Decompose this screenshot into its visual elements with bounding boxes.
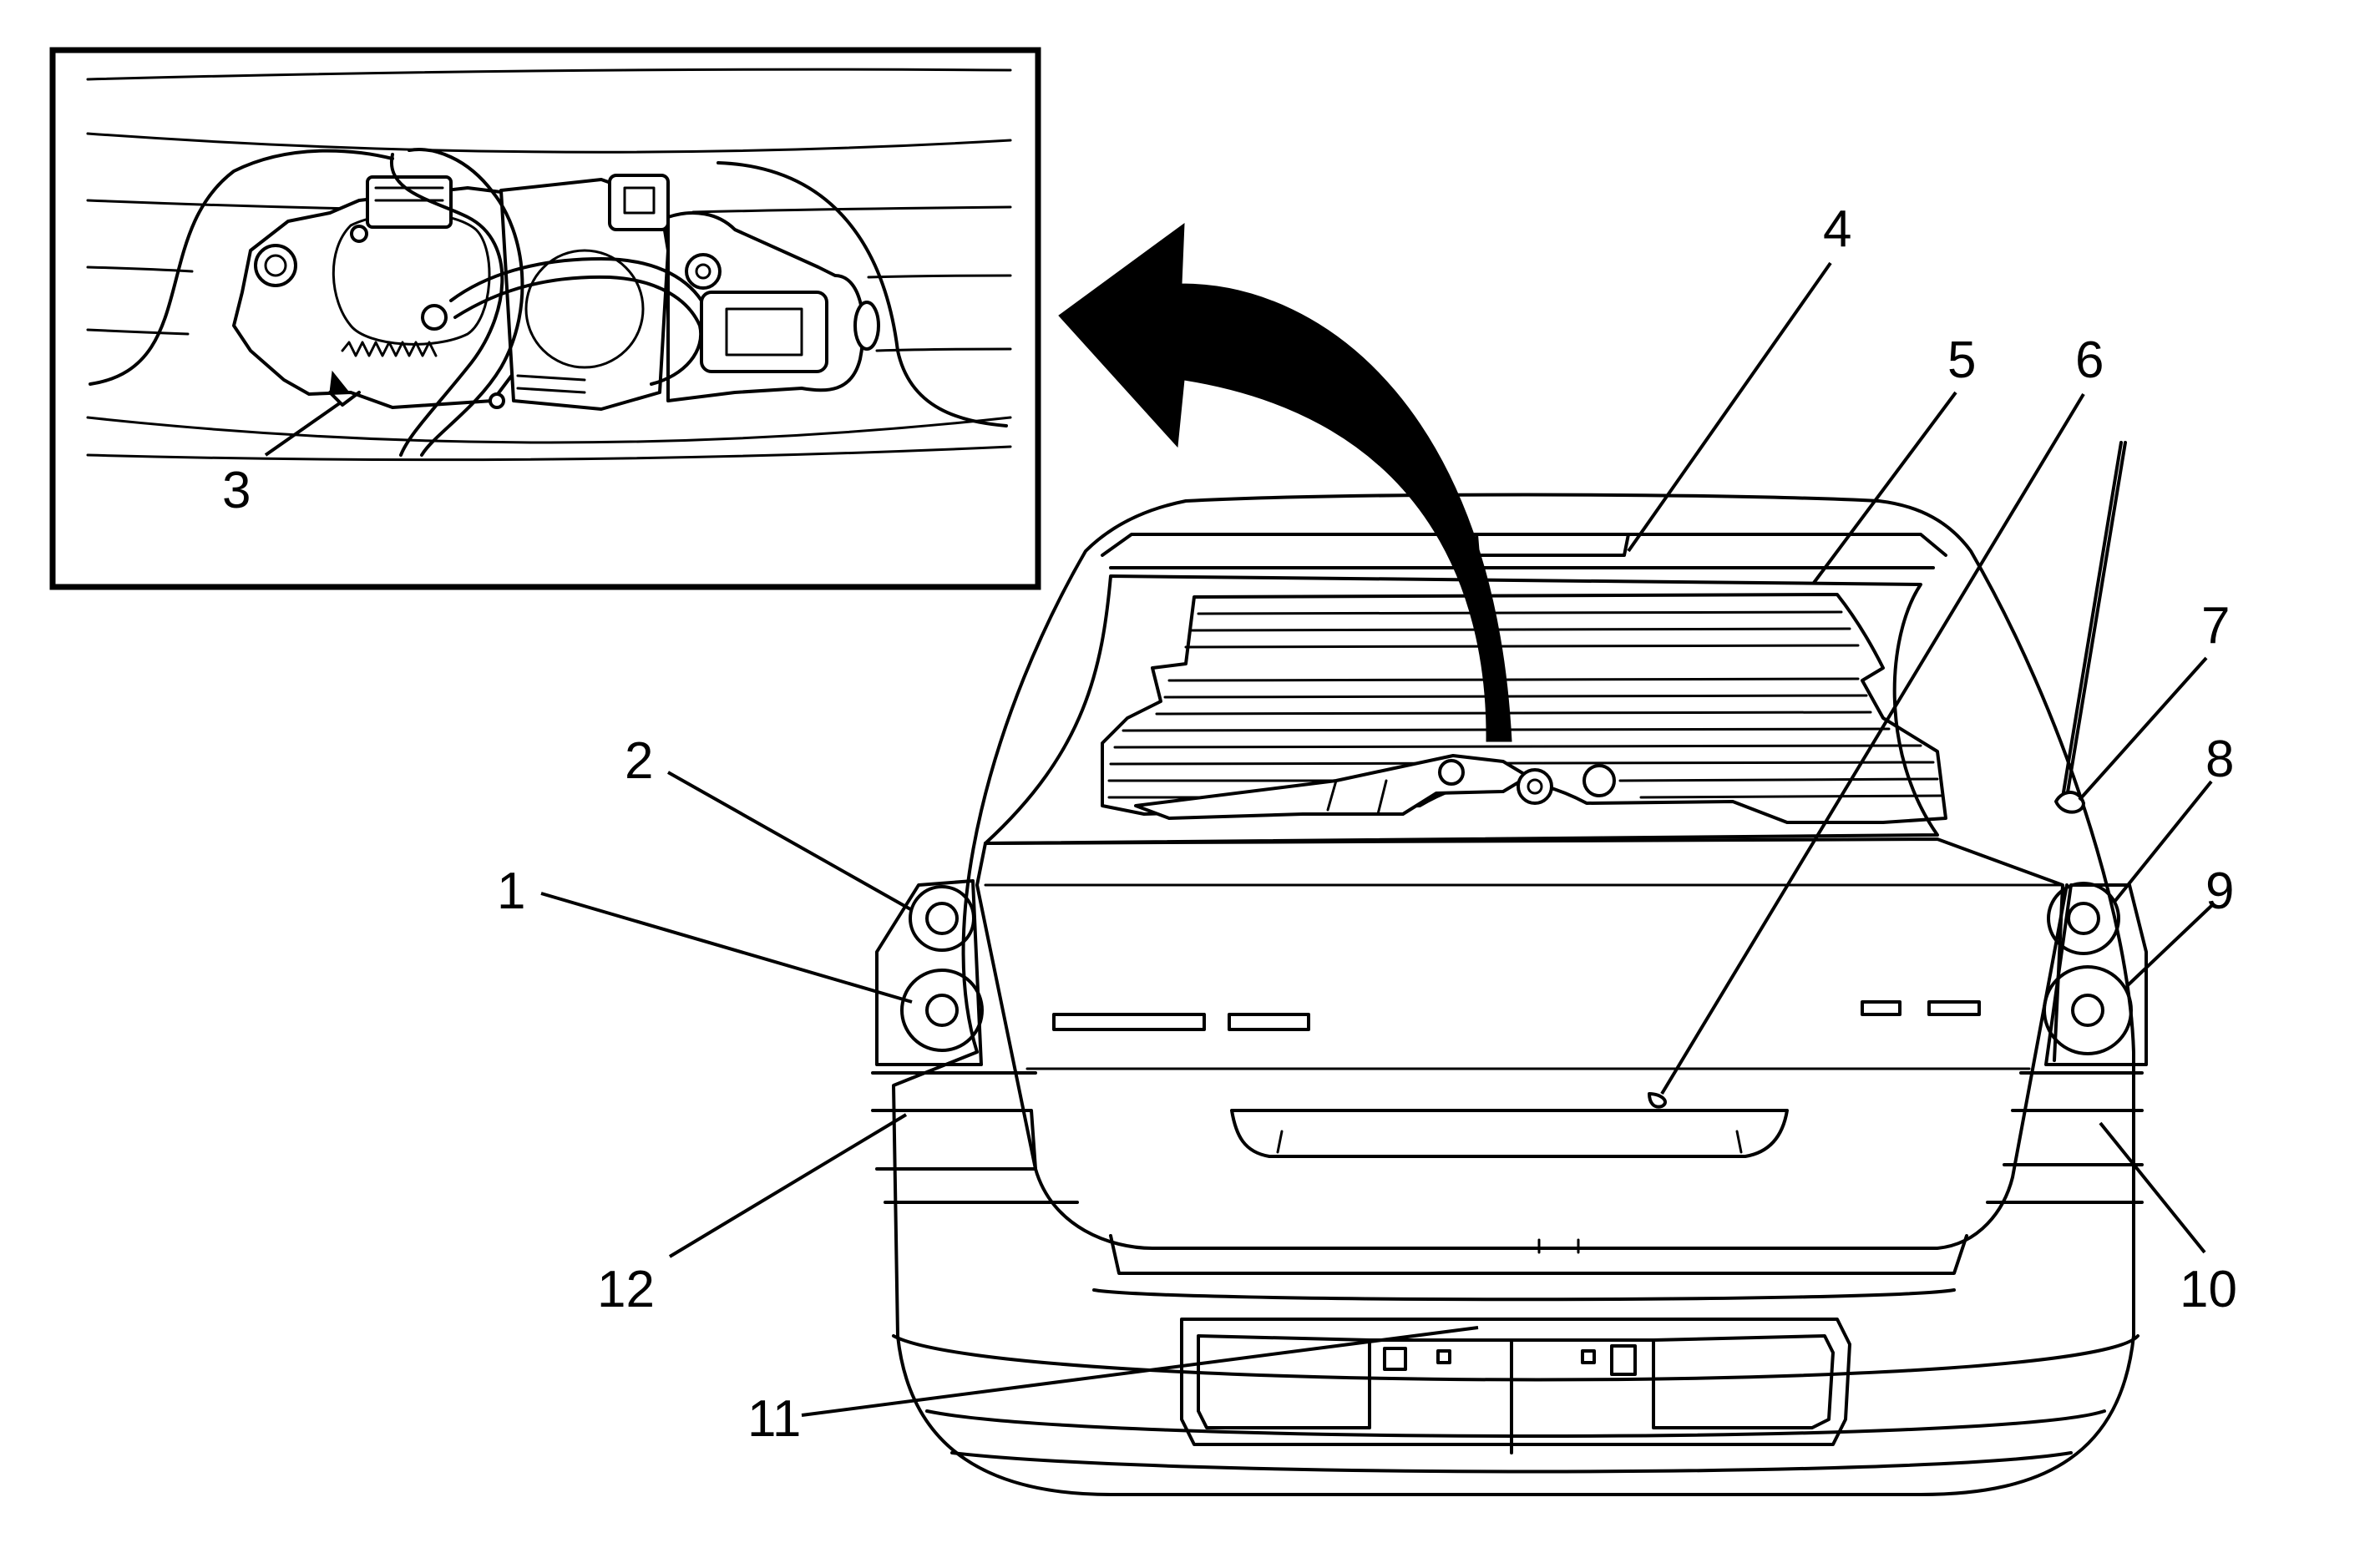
callout-12-leader [668,1113,908,1258]
inset-glass-lines [86,68,1012,462]
callout-8-leader [2113,780,2213,903]
callout-1-leader [540,892,913,1004]
callout-12-label: 12 [597,1261,655,1318]
callout-4-leader [1627,261,1832,553]
left-tail-lamp [875,879,984,1066]
callout-8-label: 8 [2205,731,2234,788]
callout-6-leader [1660,392,2085,1095]
callout-10-leader [2099,1121,2206,1254]
roof-antenna [2054,441,2127,814]
callout-11-leader [801,1326,1479,1417]
callout-10-label: 10 [2180,1261,2237,1318]
badges [1052,1000,1981,1031]
callout-11-label: 11 [747,1390,801,1448]
callout-7-label: 7 [2201,597,2230,655]
callout-5-leader [1812,391,1957,584]
callout-7-leader [2078,656,2208,802]
callout-2-label: 2 [625,732,653,790]
callout-3-label: 3 [222,462,251,519]
wiper-motor-inset: 3 [49,47,1041,590]
inset-reference-arrow [1058,222,1512,742]
callout-6-label: 6 [2075,331,2104,389]
rear-wiper-arm [1134,754,1616,820]
callout-2-leader [667,771,913,912]
callouts: 1 2 4 5 6 7 8 9 10 11 12 [497,200,2237,1448]
rear-bumper [871,1071,2144,1474]
rear-defroster-lines [1107,610,1943,799]
callout-1-label: 1 [497,862,525,920]
vehicle-rear [871,441,2148,1496]
callout-5-label: 5 [1947,331,1976,389]
callout-3-leader [264,401,342,457]
callout-9-label: 9 [2205,862,2234,920]
wiper-motor-assembly [232,148,880,457]
callout-4-label: 4 [1823,200,1851,258]
license-plate-bracket [1180,1318,1851,1454]
callout-9-leader [2126,904,2213,987]
rear-glass [984,574,1947,845]
right-tail-lamp [2043,882,2148,1066]
